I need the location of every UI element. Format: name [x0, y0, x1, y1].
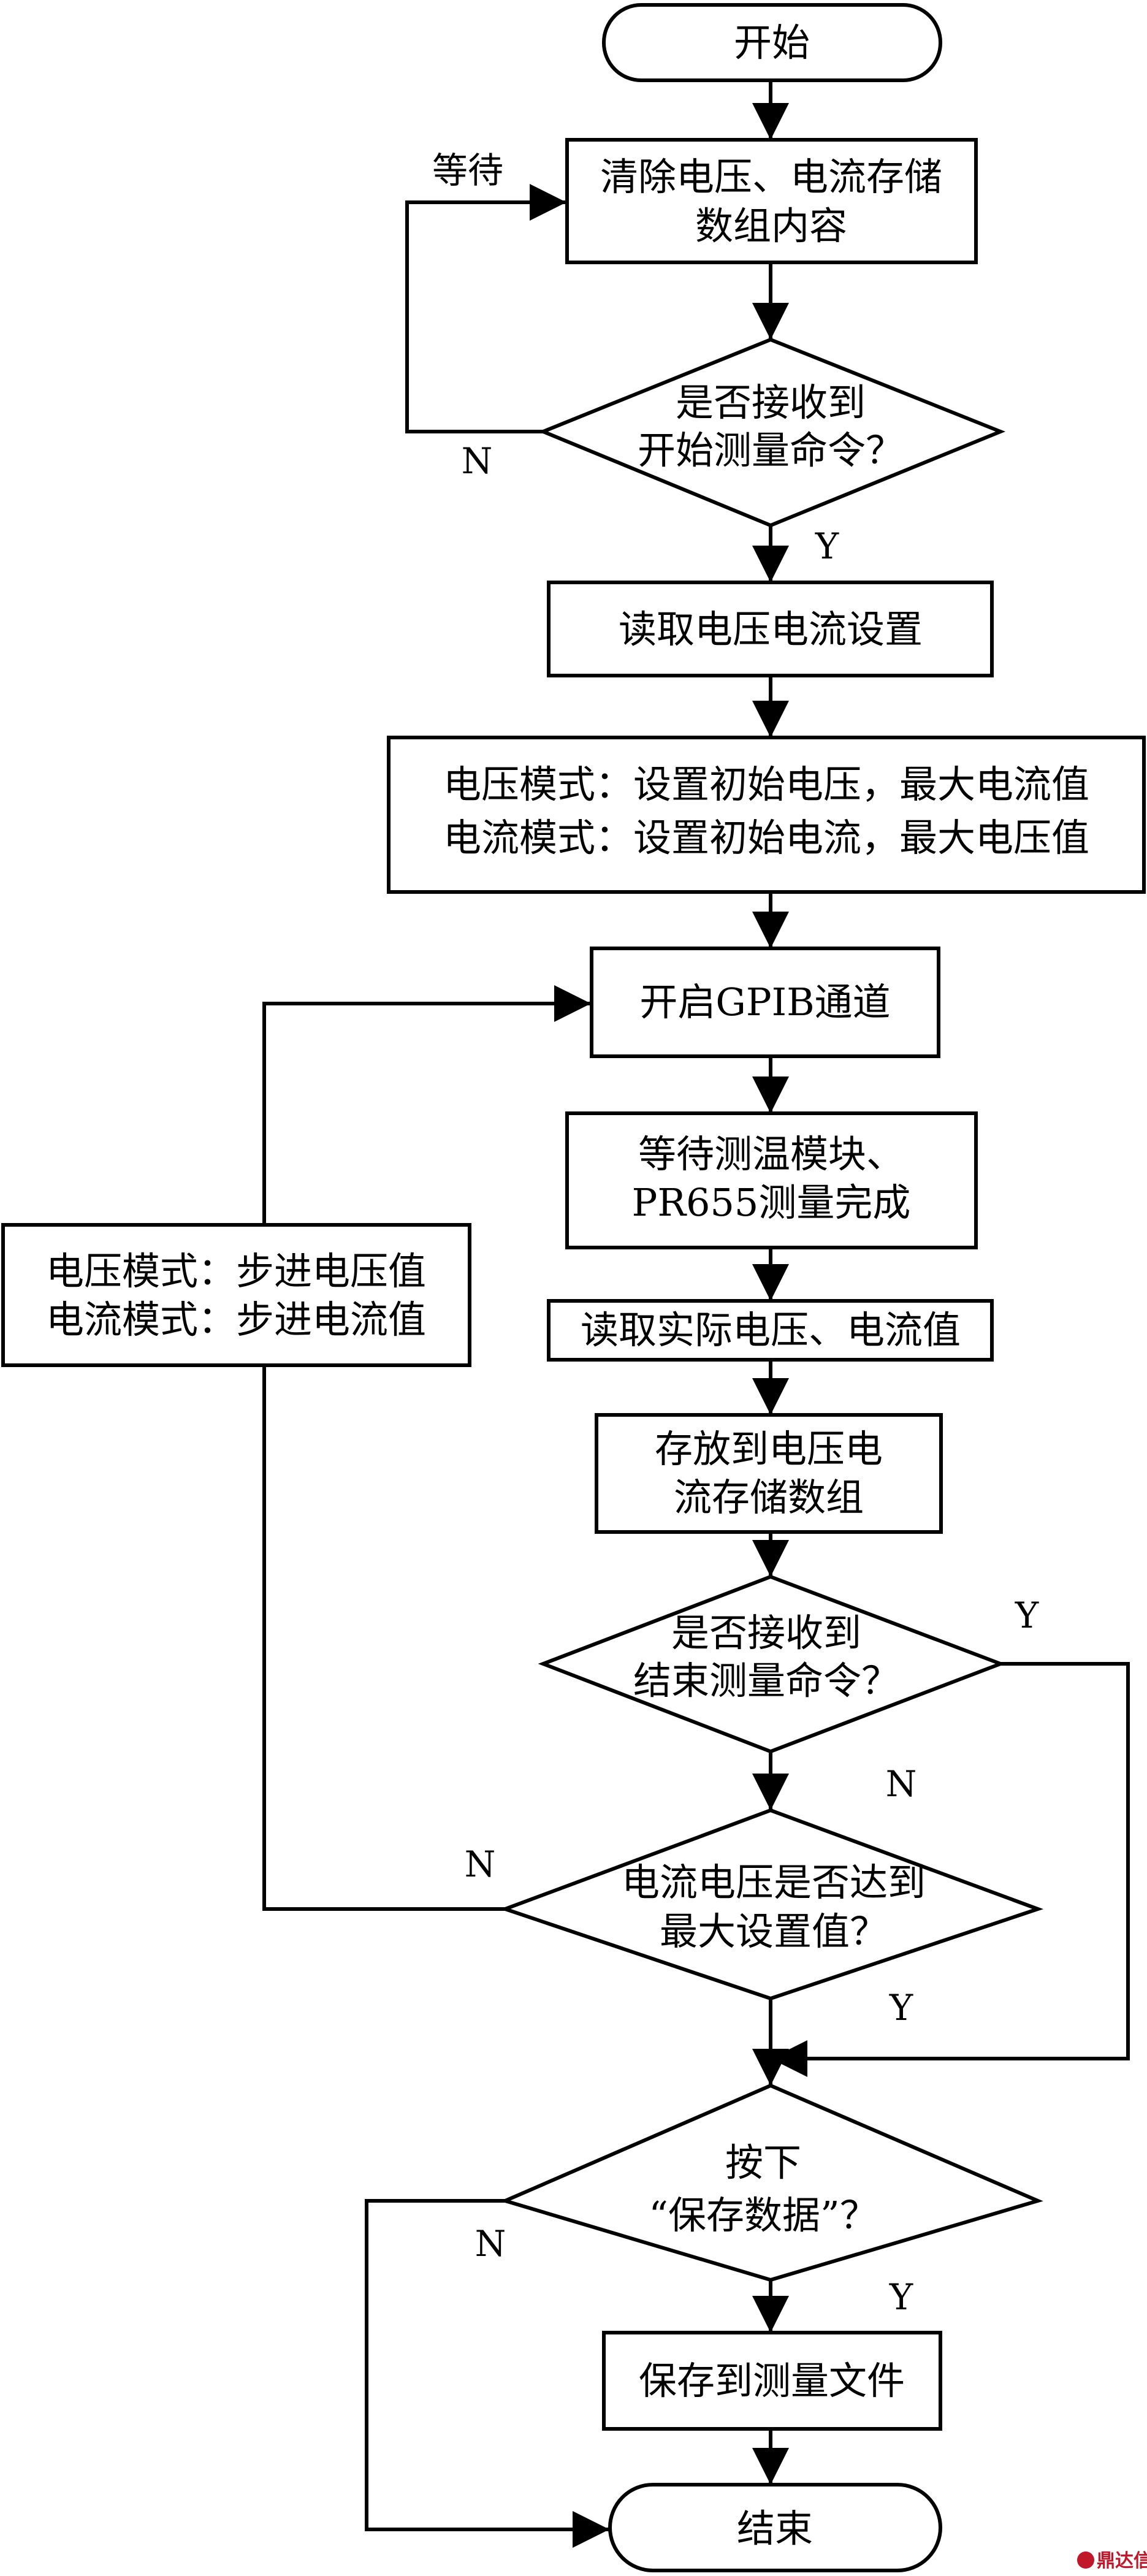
mode-setup-box: 电压模式：设置初始电压，最大电流值 电流模式：设置初始电流，最大电压值: [387, 736, 1146, 894]
no-end-label: N: [886, 1763, 917, 1805]
start-label: 开始: [734, 20, 810, 65]
wait-measure-box: 等待测温模块、 PR655测量完成: [565, 1111, 978, 1249]
step-box: 电压模式：步进电压值 电流模式：步进电流值: [1, 1223, 471, 1367]
end-node: 结束: [608, 2483, 942, 2572]
check-save-line2: “保存数据”？: [649, 2193, 877, 2238]
check-save-diamond: 按下 “保存数据”？: [500, 2083, 1043, 2282]
store-line1: 存放到电压电: [655, 1427, 883, 1471]
open-gpib-box: 开启GPIB通道: [590, 947, 940, 1058]
mode-setup-line2: 电流模式：设置初始电流，最大电压值: [443, 815, 1089, 860]
step-line1: 电压模式：步进电压值: [46, 1249, 426, 1294]
clear-arrays-line2: 数组内容: [695, 204, 847, 248]
yes-start-label: Y: [815, 525, 839, 567]
yes-save-label: Y: [889, 2276, 913, 2318]
edge-labels: 等待 N Y Y N N Y N Y: [432, 150, 1039, 2318]
store-box: 存放到电压电 流存储数组: [595, 1413, 943, 1534]
wait-measure-line2: PR655测量完成: [632, 1180, 911, 1225]
watermark-logo: 鼎达信: [1077, 2550, 1147, 2572]
start-node: 开始: [602, 3, 942, 82]
save-file-box: 保存到测量文件: [602, 2331, 942, 2431]
no-start-label: N: [462, 440, 493, 482]
read-actual-label: 读取实际电压、电流值: [581, 1308, 961, 1352]
no-max-label: N: [465, 1843, 496, 1885]
arrow-step-to-gpib: [262, 985, 591, 1225]
step-line2: 电流模式：步进电流值: [46, 1297, 426, 1342]
check-save-line1: 按下: [725, 2140, 801, 2185]
arrow-no-loop-wait: [405, 184, 566, 433]
mode-setup-line1: 电压模式：设置初始电压，最大电流值: [443, 762, 1089, 807]
no-save-label: N: [475, 2223, 506, 2265]
check-start-line1: 是否接收到: [676, 380, 866, 425]
save-file-label: 保存到测量文件: [639, 2358, 905, 2403]
store-line2: 流存储数组: [674, 1475, 864, 1520]
end-label: 结束: [737, 2506, 813, 2551]
open-gpib-label: 开启GPIB通道: [639, 980, 890, 1024]
wait-measure-line1: 等待测温模块、: [638, 1132, 904, 1176]
arrow-max-no-to-step: [262, 1365, 505, 1911]
check-end-line1: 是否接收到: [671, 1610, 861, 1655]
check-start-diamond: 是否接收到 开始测量命令？: [538, 337, 1006, 528]
yes-end-label: Y: [1015, 1595, 1039, 1636]
watermark-text: 鼎达信: [1097, 2550, 1147, 2572]
check-max-line2: 最大设置值？: [660, 1909, 888, 1954]
yes-max-label: Y: [889, 1987, 913, 2029]
read-settings-box: 读取电压电流设置: [547, 581, 994, 677]
check-end-diamond: 是否接收到 结束测量命令？: [538, 1574, 1006, 1754]
check-max-line1: 电流电压是否达到: [622, 1860, 926, 1905]
read-settings-label: 读取电压电流设置: [619, 607, 923, 652]
check-start-line2: 开始测量命令？: [638, 428, 904, 473]
wait-label: 等待: [432, 150, 503, 191]
check-end-line2: 结束测量命令？: [633, 1658, 899, 1703]
connectors: [262, 80, 1130, 2548]
arrow-save-no-to-end: [365, 2199, 609, 2548]
arrow-end-yes-to-merge: [771, 1662, 1130, 2077]
clear-arrays-line1: 清除电压、电流存储: [600, 154, 942, 199]
read-actual-box: 读取实际电压、电流值: [547, 1299, 994, 1362]
check-max-diamond: 电流电压是否达到 最大设置值？: [500, 1808, 1044, 2001]
clear-arrays-box: 清除电压、电流存储 数组内容: [565, 138, 978, 264]
